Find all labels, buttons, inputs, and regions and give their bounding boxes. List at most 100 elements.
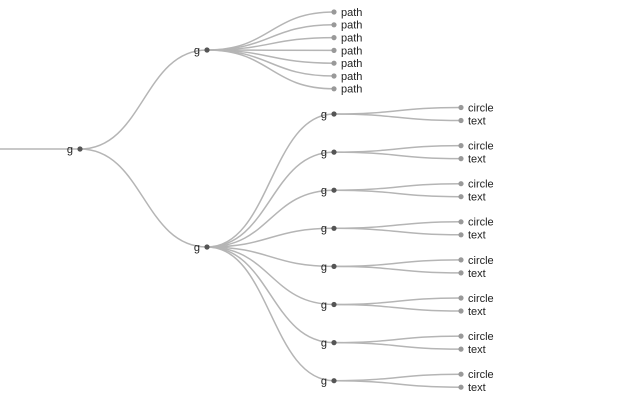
node-label: text bbox=[468, 230, 486, 242]
tree-link bbox=[333, 341, 462, 350]
node-dot bbox=[331, 263, 337, 269]
node-dot bbox=[458, 346, 464, 352]
node-label: g bbox=[321, 185, 327, 197]
tree-link bbox=[206, 113, 335, 248]
tree-leaf-node: circle bbox=[458, 102, 494, 114]
node-label: g bbox=[321, 261, 327, 273]
node-dot bbox=[458, 333, 464, 339]
tree-leaf-node: text bbox=[458, 115, 486, 127]
node-dot bbox=[331, 47, 337, 54]
node-label: circle bbox=[468, 217, 494, 229]
tree-leaf-node: text bbox=[458, 230, 486, 242]
node-dot bbox=[331, 225, 337, 231]
node-label: g bbox=[321, 299, 327, 311]
node-dot bbox=[331, 86, 337, 92]
tree-link bbox=[333, 189, 462, 198]
node-dot bbox=[331, 9, 337, 15]
tree-group-node: g bbox=[321, 376, 337, 388]
tree-link bbox=[206, 49, 335, 90]
node-label: g bbox=[321, 147, 327, 159]
node-label: g bbox=[194, 45, 200, 57]
node-dot bbox=[331, 378, 337, 384]
tree-link bbox=[333, 182, 462, 191]
node-dot bbox=[331, 340, 337, 346]
tree-group-node: g bbox=[194, 242, 210, 254]
node-dot bbox=[458, 232, 464, 238]
tree-link bbox=[333, 113, 462, 122]
tree-group-node: g bbox=[67, 144, 83, 156]
tree-link bbox=[206, 246, 335, 268]
node-label: path bbox=[341, 71, 362, 83]
tree-link bbox=[333, 379, 462, 388]
node-label: g bbox=[321, 337, 327, 349]
tree-link bbox=[79, 148, 208, 248]
tree-group-node: g bbox=[321, 299, 337, 311]
tree-leaf-node: text bbox=[458, 192, 486, 204]
node-label: circle bbox=[468, 140, 494, 152]
node-label: circle bbox=[468, 293, 494, 305]
node-dot bbox=[458, 181, 464, 187]
tree-link bbox=[206, 189, 335, 248]
node-label: text bbox=[468, 153, 486, 165]
tree-link bbox=[333, 265, 462, 274]
node-label: text bbox=[468, 382, 486, 394]
tree-link bbox=[79, 49, 208, 150]
tree-link bbox=[333, 297, 462, 306]
tree-group-node: g bbox=[321, 223, 337, 235]
node-label: g bbox=[321, 109, 327, 121]
node-label: path bbox=[341, 7, 362, 19]
tree-link bbox=[333, 221, 462, 230]
tree-link bbox=[206, 246, 335, 344]
tree-link bbox=[333, 144, 462, 153]
tree-leaf-node: path bbox=[331, 58, 362, 70]
tree-leaf-node: text bbox=[458, 306, 486, 318]
tree-link bbox=[206, 246, 335, 306]
node-dot bbox=[331, 35, 337, 41]
tree-leaf-node: text bbox=[458, 382, 486, 394]
tree-leaf-node: text bbox=[458, 344, 486, 356]
node-dot bbox=[204, 47, 210, 53]
node-dot bbox=[458, 270, 464, 276]
node-label: text bbox=[468, 115, 486, 127]
tree-leaf-node: text bbox=[458, 153, 486, 165]
node-label: path bbox=[341, 45, 362, 57]
tree-leaf-node: circle bbox=[458, 369, 494, 381]
node-dot bbox=[458, 257, 464, 263]
tree-link bbox=[333, 227, 462, 236]
tree-leaf-node: circle bbox=[458, 331, 494, 343]
tree-links bbox=[0, 11, 462, 388]
node-label: circle bbox=[468, 255, 494, 267]
tree-link bbox=[333, 373, 462, 382]
tree-leaf-node: circle bbox=[458, 293, 494, 305]
node-label: circle bbox=[468, 369, 494, 381]
node-dot bbox=[458, 194, 464, 200]
node-label: circle bbox=[468, 331, 494, 343]
node-dot bbox=[204, 244, 210, 250]
node-label: g bbox=[194, 242, 200, 254]
node-dot bbox=[458, 371, 464, 377]
tree-link bbox=[333, 151, 462, 160]
node-label: path bbox=[341, 32, 362, 44]
node-dot bbox=[331, 187, 337, 193]
tree-leaf-node: path bbox=[331, 84, 362, 96]
tree-leaf-node: circle bbox=[458, 179, 494, 191]
node-label: circle bbox=[468, 179, 494, 191]
tree-group-node: g bbox=[194, 45, 210, 57]
node-dot bbox=[331, 22, 337, 28]
node-dot bbox=[458, 295, 464, 301]
node-dot bbox=[458, 117, 464, 124]
node-label: g bbox=[321, 223, 327, 235]
node-dot bbox=[458, 104, 464, 111]
tree-leaf-node: circle bbox=[458, 140, 494, 152]
tree-link bbox=[333, 335, 462, 344]
node-label: text bbox=[468, 306, 486, 318]
tree-link bbox=[206, 227, 335, 248]
node-label: g bbox=[321, 376, 327, 388]
node-label: path bbox=[341, 58, 362, 70]
tree-link bbox=[206, 246, 335, 382]
tree-leaf-node: path bbox=[331, 45, 362, 57]
node-dot bbox=[458, 219, 464, 225]
tree-group-node: g bbox=[321, 337, 337, 349]
tree-nodes: ggpathpathpathpathpathpathpathggcirclete… bbox=[67, 7, 494, 394]
node-label: text bbox=[468, 192, 486, 204]
